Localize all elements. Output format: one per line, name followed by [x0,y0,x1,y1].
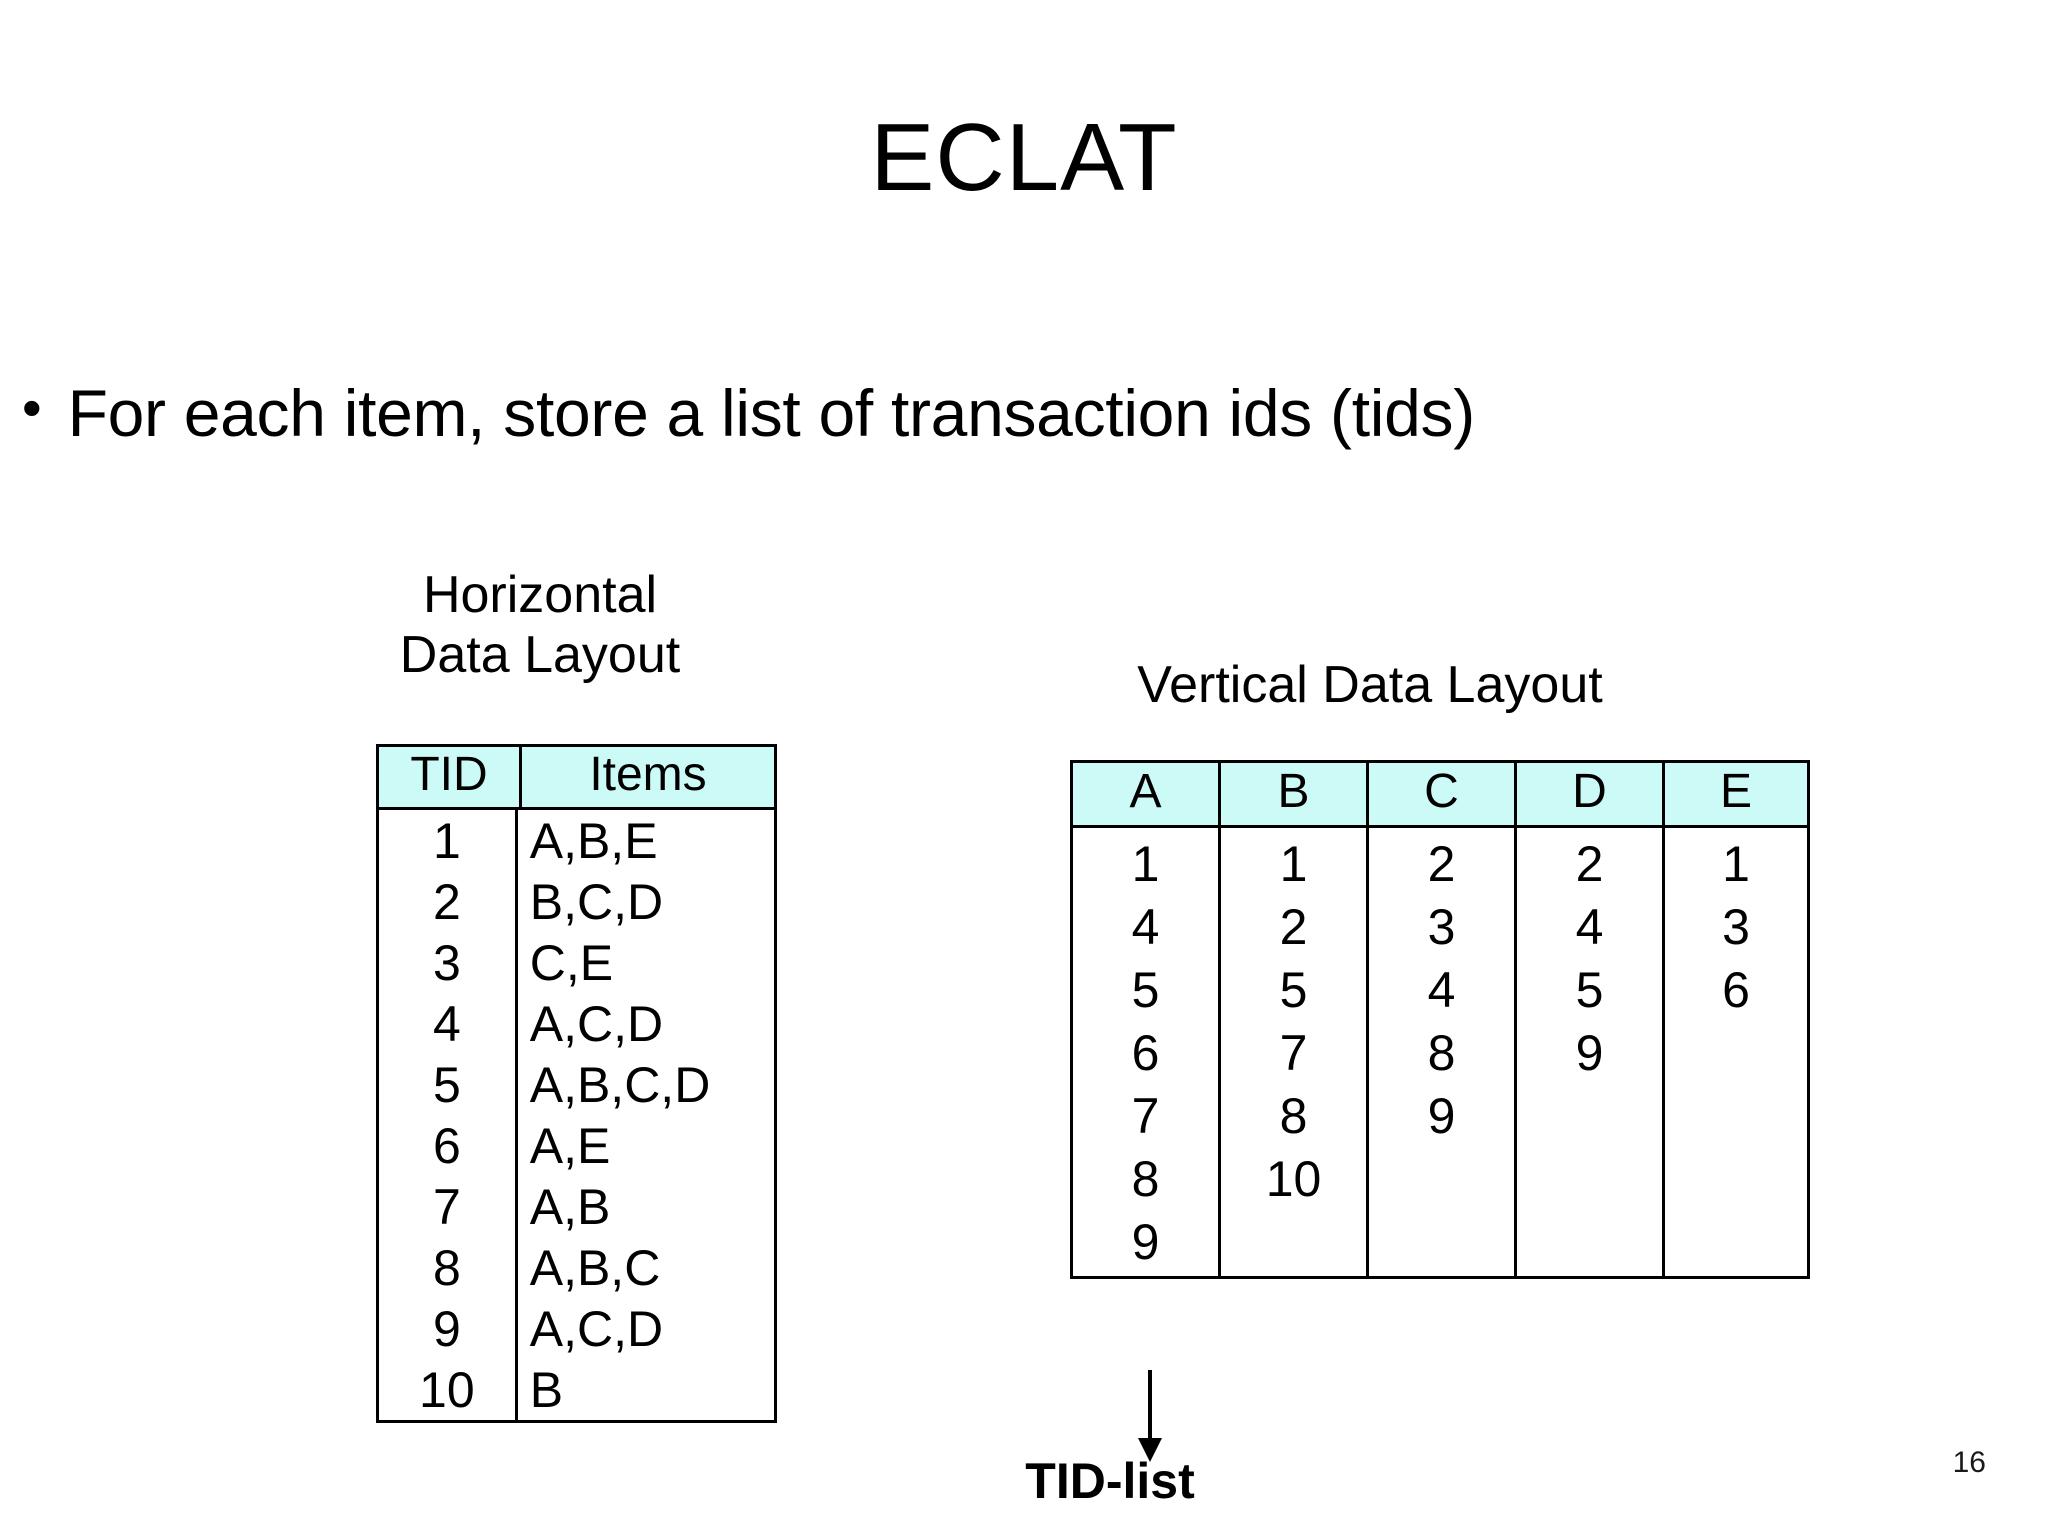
cell-tid: 7 [1131,1087,1160,1144]
tid-column-b: 1 2 5 7 8 10 [1218,828,1366,1279]
cell-tid: 8 [1131,1150,1160,1207]
column-header-e: E [1662,760,1810,828]
cell-tid: 3 [1427,898,1456,955]
cell-tid: 6 [1131,1024,1160,1081]
column-header-tid: TID [376,744,522,810]
cell-tid: 4 [379,993,518,1054]
cell-tid: 1 [379,810,518,871]
cell-items: C,E [529,934,614,991]
cell-tid: 8 [1427,1024,1456,1081]
tid-column-c: 2 3 4 8 9 [1366,828,1514,1279]
column-header-c: C [1366,760,1514,828]
arrow-shaft [1148,1370,1152,1444]
cell-tid: 8 [379,1237,518,1298]
vertical-layout-caption: Vertical Data Layout [1137,656,1603,714]
tid-list-annotation: TID-list [1025,1453,1195,1509]
column-header-items: Items [522,744,777,810]
page-number: 16 [1952,1446,1986,1479]
cell-items: A,E [529,1117,611,1174]
bullet-item-text: For each item, store a list of transacti… [67,376,1476,450]
cell-tid: 2 [1427,835,1456,892]
cell-tid: 9 [1575,1024,1604,1081]
column-header-a: A [1070,760,1218,828]
tid-column-a: 1 4 5 6 7 8 9 [1070,828,1218,1279]
cell-items: A,B,C,D [529,1056,711,1113]
cell-tid: 6 [1722,961,1750,1018]
cell-tid: 3 [1722,898,1750,955]
cell-tid: 1 [1279,835,1308,892]
column-header-d: D [1514,760,1662,828]
cell-tid: 2 [1575,835,1604,892]
cell-items: A,C,D [529,1300,664,1357]
cell-tid: 10 [1265,1150,1322,1207]
cell-tid: 7 [1279,1024,1308,1081]
cell-tid: 4 [1427,961,1456,1018]
cell-tid: 1 [1722,835,1750,892]
cell-items: A,B,C [529,1239,661,1296]
bullet-item: • For each item, store a list of transac… [22,375,1782,453]
cell-items: A,B,E [529,812,658,869]
column-header-b: B [1218,760,1366,828]
tid-column-d: 2 4 5 9 [1514,828,1662,1279]
cell-tid: 4 [1131,898,1160,955]
down-arrow-icon [1130,1370,1170,1462]
cell-tid: 3 [379,932,518,993]
cell-tid: 2 [1279,898,1308,955]
cell-tid: 4 [1575,898,1604,955]
cell-items: A,C,D [529,995,664,1052]
cell-tid: 7 [379,1176,518,1237]
bullet-marker-icon: • [22,376,42,439]
cell-items: B,C,D [529,873,664,930]
cell-items: B [529,1361,564,1418]
cell-tid: 9 [379,1298,518,1359]
cell-tid: 5 [1575,961,1604,1018]
arrow-head [1138,1438,1162,1462]
page-title: ECLAT [870,104,1178,211]
cell-tid: 8 [1279,1087,1308,1144]
cell-tid: 6 [379,1115,518,1176]
cell-tid: 5 [379,1054,518,1115]
horizontal-layout-caption: Horizontal Data Layout [399,566,681,685]
cell-tid: 5 [1131,961,1160,1018]
cell-tid: 1 [1131,835,1160,892]
cell-tid: 10 [379,1359,518,1420]
cell-tid: 9 [1131,1213,1160,1270]
cell-tid: 2 [379,871,518,932]
tid-column-e: 1 3 6 [1662,828,1810,1279]
cell-tid: 5 [1279,961,1308,1018]
cell-items: A,B [529,1178,611,1235]
cell-tid: 9 [1427,1087,1456,1144]
